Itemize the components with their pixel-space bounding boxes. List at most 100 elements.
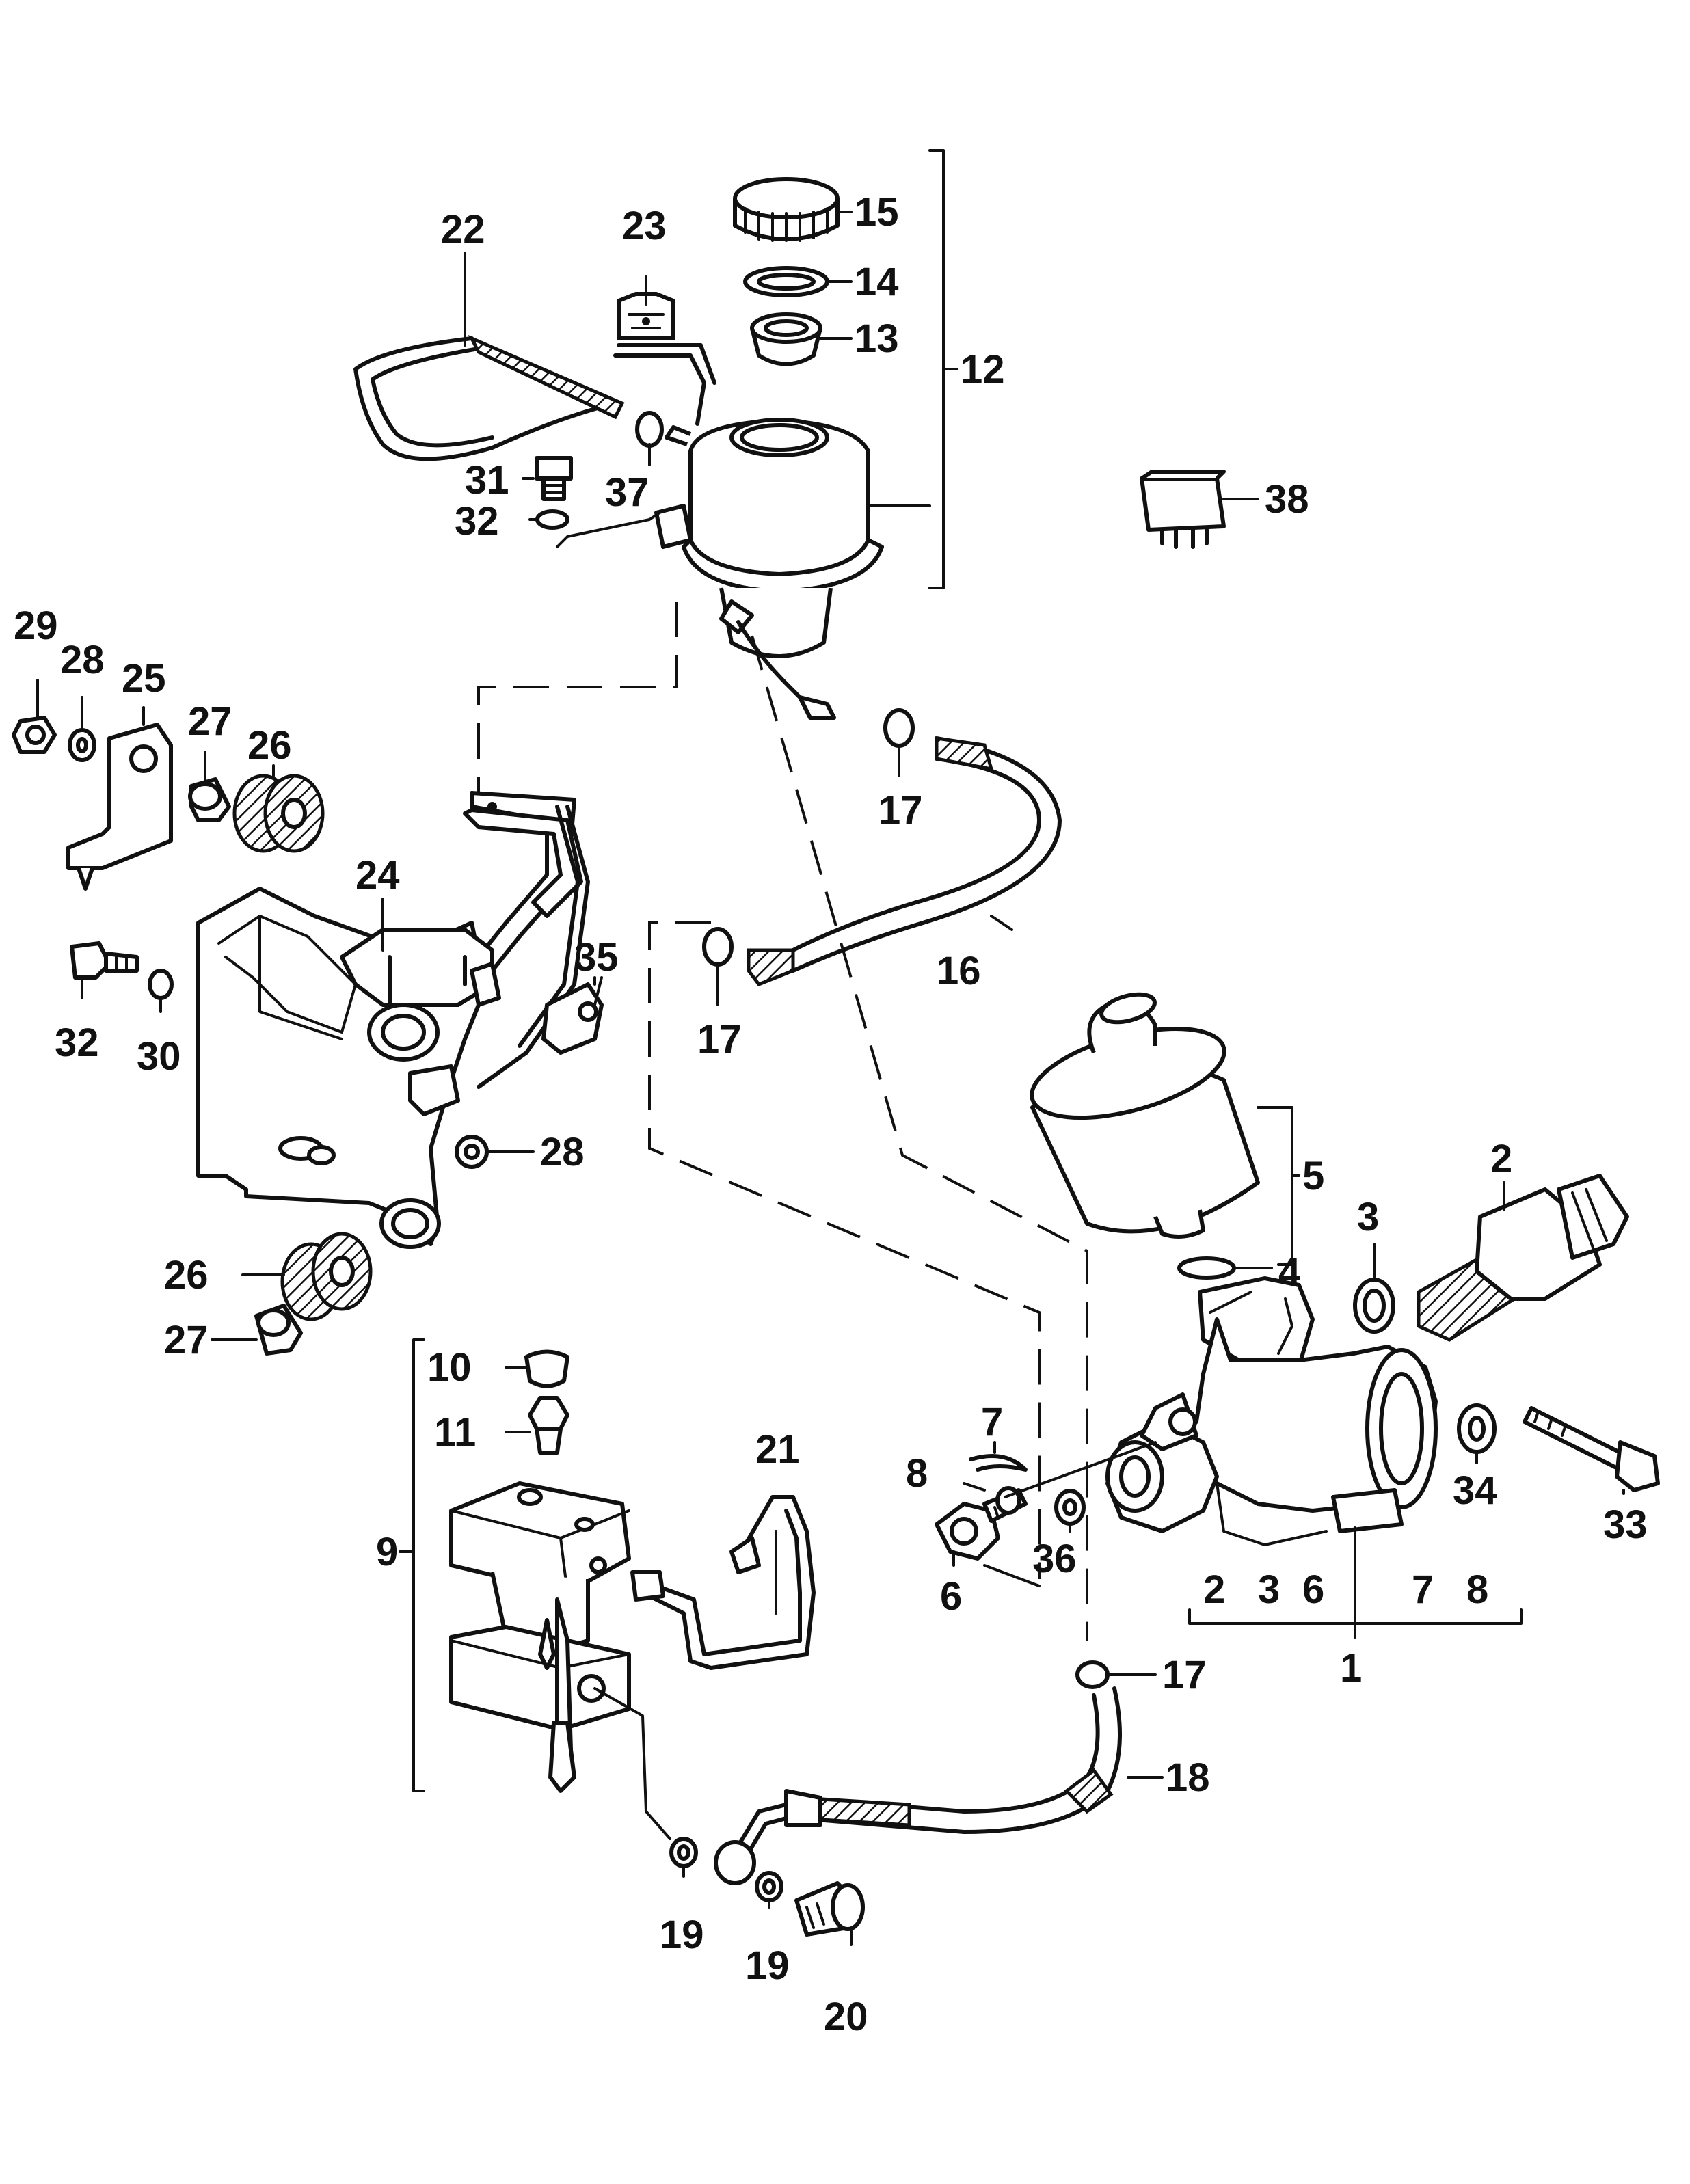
subset-row: 2 3 6 7 8 [1203, 1567, 1488, 1612]
label-19-left: 19 [660, 1913, 704, 1957]
hose-clamp-37 [635, 411, 664, 448]
clip-7 [969, 1454, 1028, 1472]
dash-hose-pump [648, 921, 1041, 1579]
washer-19-left [669, 1837, 698, 1868]
label-10: 10 [427, 1345, 472, 1390]
spacer-27-bottom [254, 1304, 303, 1356]
washer-28-top [68, 728, 96, 762]
label-22: 22 [441, 207, 485, 252]
label-30: 30 [137, 1034, 181, 1079]
bolt-32-left [70, 941, 139, 980]
relay [1140, 470, 1226, 549]
label-32-top: 32 [455, 499, 499, 543]
subset-item: 8 [1466, 1567, 1488, 1612]
o-ring-4 [1177, 1256, 1236, 1280]
pipe-21 [630, 1495, 816, 1670]
label-26-top: 26 [247, 723, 292, 768]
seal-ring [743, 266, 829, 297]
label-34: 34 [1453, 1468, 1497, 1513]
label-9: 9 [376, 1530, 398, 1574]
callout-labels: 15 14 13 12 22 23 31 32 37 38 29 28 25 2… [14, 190, 1648, 2039]
washer-19-right [755, 1871, 783, 1902]
washer-30 [148, 969, 174, 1000]
label-37: 37 [605, 470, 649, 515]
label-33: 33 [1603, 1502, 1648, 1547]
label-36: 36 [1032, 1537, 1077, 1581]
fluid-reservoir [654, 418, 884, 720]
label-35: 35 [574, 935, 619, 980]
label-25: 25 [122, 656, 166, 701]
label-32-left: 32 [55, 1021, 99, 1065]
label-2: 2 [1490, 1137, 1512, 1181]
subset-item: 7 [1412, 1567, 1434, 1612]
label-7: 7 [981, 1400, 1003, 1444]
label-14: 14 [855, 260, 899, 304]
label-27-bottom: 27 [164, 1318, 209, 1362]
subset-item: 2 [1203, 1567, 1225, 1612]
label-6: 6 [940, 1574, 962, 1619]
nut-29 [12, 716, 57, 754]
hose-18 [714, 1686, 1122, 1885]
leader-banjo-block [593, 1687, 671, 1840]
vent-pipe [353, 334, 716, 461]
plug-10 [524, 1349, 569, 1388]
label-21: 21 [755, 1427, 800, 1472]
subset-item: 3 [1258, 1567, 1280, 1612]
label-17-mid: 17 [697, 1017, 742, 1062]
label-38: 38 [1265, 477, 1309, 522]
pressure-switch-2 [1417, 1174, 1629, 1342]
bracket-clip [617, 292, 675, 340]
label-13: 13 [855, 316, 899, 361]
leader-lines [36, 149, 1625, 1946]
label-3: 3 [1357, 1195, 1379, 1239]
rubber-bushing-26-bottom [280, 1232, 373, 1321]
dash-reservoir-pump [751, 635, 1088, 1641]
washer-28-right [455, 1135, 489, 1169]
label-17-bottom: 17 [1162, 1653, 1207, 1697]
filter-strainer [750, 312, 822, 366]
label-19-right: 19 [745, 1943, 790, 1988]
clamp-17-top [883, 708, 915, 748]
reservoir-cap [733, 177, 840, 242]
bushing-clamp [340, 928, 501, 1062]
hose-16 [747, 736, 1062, 987]
spacer-27-top [188, 777, 231, 822]
seal-ring-3 [1353, 1278, 1395, 1334]
leader-line-banjo [983, 1564, 1041, 1587]
clamp-17-bottom [1075, 1660, 1110, 1689]
clamp-17-mid [702, 927, 734, 967]
subset-item: 6 [1302, 1567, 1324, 1612]
label-12: 12 [961, 347, 1005, 392]
leader-line-pump [1004, 1441, 1157, 1498]
label-23: 23 [622, 204, 667, 248]
label-28-right: 28 [540, 1130, 585, 1174]
leader-dash-31 [556, 511, 661, 548]
label-27-top: 27 [188, 699, 232, 744]
dash-reservoir-bracket [477, 602, 678, 793]
rubber-bushing-26-top [232, 774, 325, 853]
bracket-mount-holes [278, 1136, 441, 1249]
washer-36 [1054, 1489, 1086, 1526]
label-4: 4 [1278, 1250, 1300, 1294]
washer-32-top [535, 509, 569, 530]
fitting-11 [528, 1396, 569, 1455]
bolt-33 [1523, 1406, 1660, 1492]
label-18: 18 [1166, 1755, 1210, 1800]
label-15: 15 [855, 190, 899, 234]
label-31: 31 [465, 458, 509, 502]
label-16: 16 [937, 949, 981, 993]
valve-block [449, 1481, 631, 1793]
label-26-bottom: 26 [164, 1253, 209, 1297]
label-5: 5 [1302, 1154, 1324, 1198]
label-29: 29 [14, 604, 58, 648]
mount-bracket-25 [66, 723, 173, 891]
bolt-31 [535, 456, 573, 501]
banjo-bolt-20 [794, 1881, 865, 1937]
label-17-top: 17 [878, 788, 923, 833]
label-24: 24 [356, 853, 400, 898]
label-20: 20 [824, 1995, 868, 2039]
rubber-cap-35 [408, 976, 604, 1116]
label-11: 11 [434, 1410, 476, 1455]
label-28-top: 28 [60, 638, 105, 682]
